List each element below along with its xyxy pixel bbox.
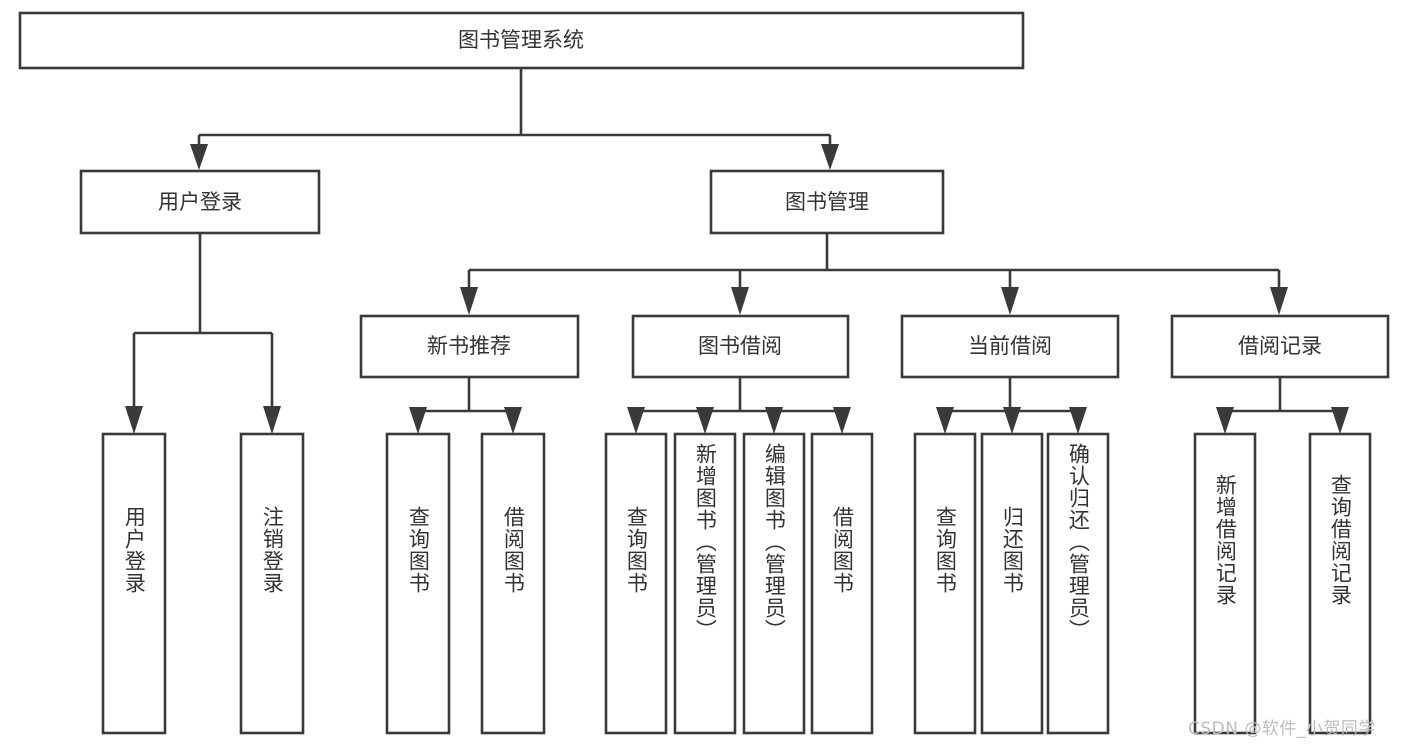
arrow-head-icon — [1216, 407, 1234, 434]
arrow-head-icon — [696, 407, 714, 434]
arrow-head-icon — [627, 407, 645, 434]
arrow-head-icon — [1270, 287, 1288, 315]
connector-new-book-recommend-to-leaves — [409, 377, 522, 434]
leaf-box-current-borrow-0[interactable] — [913, 432, 977, 735]
node-book-management-label: 图书管理 — [785, 190, 869, 214]
arrow-head-icon — [125, 406, 143, 434]
connector-root-to-level2 — [190, 68, 839, 170]
connector-book-borrow-to-leaves — [627, 377, 851, 434]
leaf-box-current-borrow-1[interactable] — [980, 432, 1044, 735]
arrow-head-icon — [731, 287, 749, 315]
arrow-head-icon — [1069, 407, 1087, 434]
leaf-box-book-borrow-0[interactable] — [604, 432, 668, 735]
leaf-box-book-borrow-1[interactable] — [673, 432, 737, 735]
node-book-borrow[interactable]: 图书借阅 — [631, 314, 850, 379]
csdn-watermark: CSDN @软件_小贺同学 — [1188, 719, 1376, 739]
leaf-box-new-book-recommend-0[interactable] — [385, 432, 451, 735]
arrow-head-icon — [765, 407, 783, 434]
node-borrow-record[interactable]: 借阅记录 — [1170, 314, 1390, 379]
arrow-head-icon — [409, 407, 427, 434]
node-current-borrow-label: 当前借阅 — [968, 334, 1052, 358]
node-current-borrow[interactable]: 当前借阅 — [900, 314, 1120, 379]
connector-book-management-to-level3 — [460, 233, 1288, 315]
leaf-box-borrow-record-1[interactable] — [1308, 432, 1372, 735]
leaf-box-current-borrow-2[interactable] — [1046, 432, 1110, 735]
node-book-management[interactable]: 图书管理 — [709, 169, 945, 235]
arrow-head-icon — [190, 144, 208, 170]
node-user-login-label: 用户登录 — [158, 190, 242, 214]
node-book-borrow-label: 图书借阅 — [698, 334, 782, 358]
connector-user-login-to-leaves — [125, 233, 281, 434]
arrow-head-icon — [936, 407, 954, 434]
arrow-head-icon — [1001, 287, 1019, 315]
arrow-head-icon — [1331, 407, 1349, 434]
node-new-book-recommend-box[interactable] — [359, 314, 580, 379]
arrow-head-icon — [460, 287, 478, 315]
leaf-box-book-borrow-3[interactable] — [810, 432, 874, 735]
node-new-book-recommend-label: 新书推荐 — [427, 334, 511, 358]
arrow-head-icon — [263, 406, 281, 434]
connector-current-borrow-to-leaves — [936, 377, 1087, 434]
leaf-box-borrow-record-0[interactable] — [1193, 432, 1257, 735]
arrow-head-icon — [821, 144, 839, 170]
node-user-login-box[interactable] — [79, 169, 321, 235]
connector-borrow-record-to-leaves — [1216, 377, 1349, 434]
node-root[interactable]: 图书管理系统 — [18, 11, 1025, 70]
arrow-head-icon — [833, 407, 851, 434]
leaf-box-new-book-recommend-1[interactable] — [480, 432, 546, 735]
node-user-login[interactable]: 用户登录 — [79, 169, 321, 235]
node-new-book-recommend[interactable]: 新书推荐 — [359, 314, 580, 379]
arrow-head-icon — [1003, 407, 1021, 434]
node-borrow-record-label: 借阅记录 — [1238, 334, 1322, 358]
leaf-box-user-login-1[interactable] — [239, 432, 305, 735]
node-root-box[interactable] — [18, 11, 1025, 70]
leaf-box-book-borrow-2[interactable] — [742, 432, 806, 735]
node-current-borrow-box[interactable] — [900, 314, 1120, 379]
arrow-head-icon — [504, 407, 522, 434]
node-root-label: 图书管理系统 — [458, 28, 584, 52]
leaf-box-user-login-0[interactable] — [101, 432, 167, 735]
